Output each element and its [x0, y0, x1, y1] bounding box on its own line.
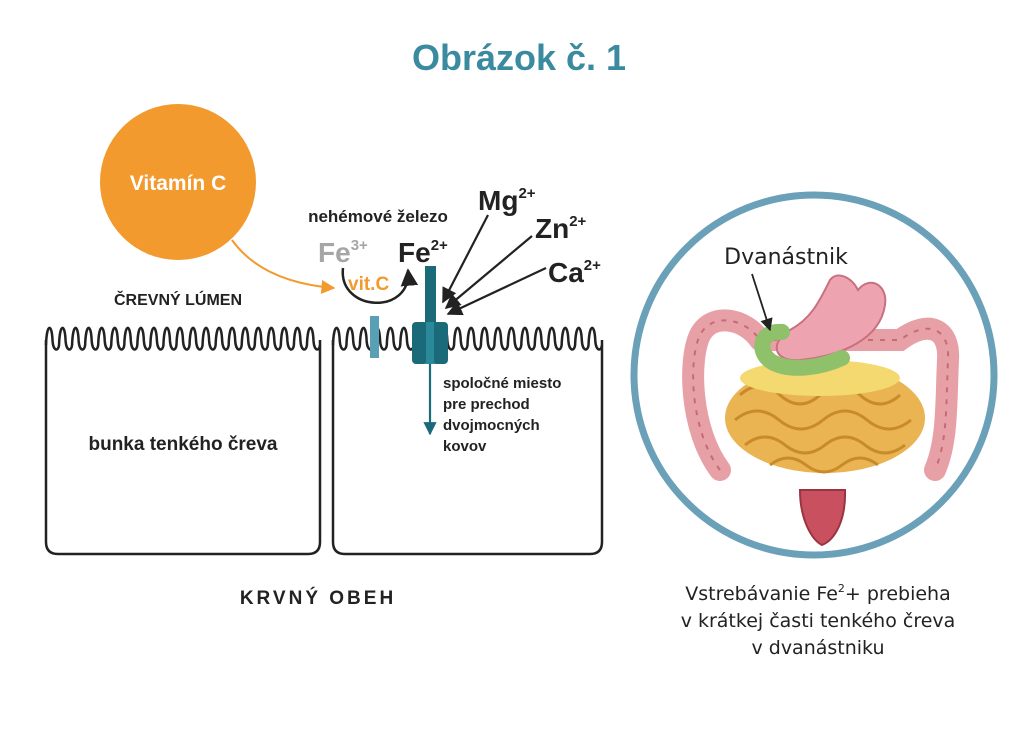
cell-right: [331, 340, 604, 556]
vitamin-c-label: Vitamín C: [130, 172, 226, 195]
zn-arrow: [444, 235, 533, 309]
blood-label: KRVNÝ OBEH: [240, 587, 396, 609]
vit-c-short-label: vit.C: [348, 274, 389, 295]
transporter-line-1: spoločné miesto: [443, 375, 561, 392]
cell-label: bunka tenkého čreva: [88, 434, 277, 455]
transporter-stalk: [425, 266, 436, 326]
figure-title: Obrázok č. 1: [412, 37, 626, 78]
reduction-arrow: [341, 267, 419, 304]
vitamin-c-arrow: [231, 239, 336, 294]
fe3-ion: Fe3+: [318, 237, 368, 268]
transporter-channel-right: [432, 322, 448, 364]
intestine-ring: [630, 191, 998, 559]
colon-edge: [692, 319, 950, 471]
vitamin-c-circle: [100, 104, 256, 260]
transporter-line-4: kovov: [443, 438, 487, 455]
stomach: [775, 274, 887, 362]
cell-left: [44, 340, 322, 556]
transporter-line-2: pre prechod: [443, 396, 530, 413]
transporter-core: [426, 322, 434, 364]
intestine-illustration: [682, 274, 960, 547]
caption-line-2: v krátkej časti tenkého čreva: [681, 610, 956, 632]
transporter-channel-left: [412, 322, 428, 364]
transporter-line-3: dvojmocných: [443, 417, 540, 434]
reductase-bar: [370, 316, 379, 358]
transporter-label: spoločné miesto pre prechod dvojmocných …: [443, 375, 566, 455]
duodenum: [754, 324, 850, 376]
nonheme-iron-label: nehémové železo: [308, 207, 448, 226]
mg-arrow: [442, 214, 489, 304]
caption-line-1: Vstrebávanie Fe2+ prebieha: [685, 582, 950, 605]
caption-line-3: v dvanástniku: [751, 637, 884, 659]
rectum: [798, 489, 847, 547]
villi-left: [44, 326, 322, 351]
fe2-ion: Fe2+: [398, 237, 448, 268]
ca-arrow: [446, 267, 547, 316]
mg-ion: Mg2+: [478, 185, 536, 216]
zn-ion: Zn2+: [535, 213, 587, 244]
ca-ion: Ca2+: [548, 257, 601, 288]
duodenum-pointer: [751, 273, 773, 332]
duodenum-label: Dvanástnik: [724, 245, 848, 270]
lumen-label: ČREVNÝ LÚMEN: [114, 290, 242, 309]
